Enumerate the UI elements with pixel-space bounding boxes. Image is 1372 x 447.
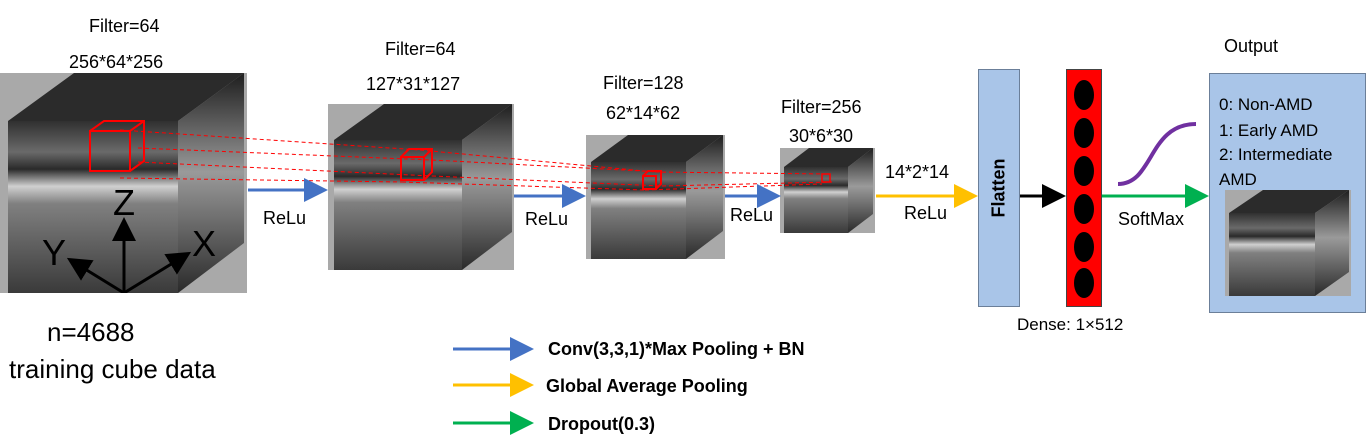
class-label-2: 2: Intermediate [1219, 145, 1333, 164]
conv-layer-3-cube [780, 148, 875, 233]
conv-layer-3-dims-label: 30*6*30 [789, 126, 854, 146]
axis-y-label: Y [42, 232, 67, 273]
legend-label-gap: Global Average Pooling [546, 376, 748, 396]
class-label-2-cont: AMD [1219, 170, 1257, 189]
conv-layer-2-filter-label: Filter=128 [603, 73, 684, 93]
input-cube [0, 73, 247, 293]
legend-label-conv: Conv(3,3,1)*Max Pooling + BN [548, 339, 805, 359]
relu-label-2: ReLu [525, 209, 569, 229]
training-data-caption: training cube data [9, 354, 216, 384]
sigmoid-curve [1117, 122, 1197, 186]
dense-layer [1066, 69, 1102, 307]
neuron [1074, 194, 1094, 224]
relu-label-3: ReLu [730, 205, 774, 225]
neuron [1074, 232, 1094, 262]
conv-layer-1-dims-label: 127*31*127 [366, 74, 461, 94]
conv-layer-1-cube [328, 104, 514, 270]
output-cube [1225, 190, 1351, 296]
softmax-label: SoftMax [1118, 209, 1185, 229]
relu-label-1: ReLu [263, 208, 307, 228]
flatten-label: Flatten [988, 158, 1009, 218]
conv-layer-3-filter-label: Filter=256 [781, 97, 862, 117]
output-panel: 0: Non-AMD 1: Early AMD 2: Intermediate … [1209, 73, 1366, 313]
class-label-1: 1: Early AMD [1219, 121, 1319, 140]
dense-label: Dense: 1×512 [1017, 315, 1124, 334]
legend-label-dropout: Dropout(0.3) [548, 414, 655, 434]
conv-layer-2-dims-label: 62*14*62 [606, 103, 681, 123]
conv-layer-2-cube [586, 135, 725, 259]
conv-layer-1-filter-label: Filter=64 [385, 39, 456, 59]
relu-label-4: ReLu [904, 203, 948, 223]
input-filter-label: Filter=64 [89, 16, 160, 36]
flatten-layer: Flatten [978, 69, 1020, 307]
axis-x-label: X [192, 223, 217, 264]
neuron [1074, 118, 1094, 148]
neuron [1074, 80, 1094, 110]
neuron [1074, 268, 1094, 298]
sample-count-label: n=4688 [47, 317, 135, 347]
class-label-0: 0: Non-AMD [1219, 95, 1313, 114]
output-title: Output [1224, 36, 1279, 56]
gap-output-dims-label: 14*2*14 [885, 162, 950, 182]
xyz-axes [66, 217, 192, 293]
axis-z-label: Z [113, 182, 135, 223]
input-dims-label: 256*64*256 [69, 52, 164, 72]
neuron [1074, 156, 1094, 186]
